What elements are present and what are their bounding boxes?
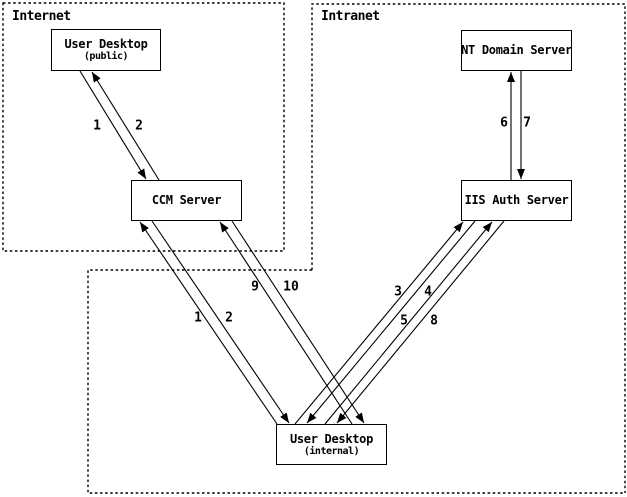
arrow-1-internal-desktop-to-ccm xyxy=(139,221,278,425)
arrow-4-iis-to-internal-desktop xyxy=(306,220,476,424)
flow-label-6: 6 xyxy=(500,115,508,131)
arrow-1-public-desktop-to-ccm xyxy=(79,70,147,180)
flow-label-3: 3 xyxy=(394,284,402,300)
flow-label-8: 8 xyxy=(430,313,438,329)
flow-label-10: 10 xyxy=(283,279,299,295)
flow-label-1-public: 1 xyxy=(93,118,101,134)
internal-lan-boundary xyxy=(87,269,625,494)
node-user-desktop-internal: User Desktop (internal) xyxy=(276,424,387,465)
arrow-2-ccm-to-public-desktop xyxy=(91,71,160,181)
flow-label-7: 7 xyxy=(523,115,531,131)
intranet-boundary xyxy=(311,3,626,493)
node-label: User Desktop xyxy=(289,431,374,446)
flow-label-9: 9 xyxy=(251,279,259,295)
node-nt-domain-server: NT Domain Server xyxy=(461,30,572,71)
arrow-9-internal-desktop-to-ccm xyxy=(219,221,353,425)
internet-boundary xyxy=(2,2,285,252)
internet-region-label: Internet xyxy=(12,9,71,24)
intranet-region-label: Intranet xyxy=(321,9,380,24)
node-label: NT Domain Server xyxy=(461,43,572,57)
arrow-5-internal-desktop-to-iis xyxy=(324,221,493,425)
flow-label-1-internal: 1 xyxy=(194,310,202,326)
node-label: IIS Auth Server xyxy=(464,193,569,207)
node-sublabel: (public) xyxy=(83,51,129,62)
node-user-desktop-public: User Desktop (public) xyxy=(51,29,161,71)
node-label: User Desktop xyxy=(64,37,148,51)
flow-label-5: 5 xyxy=(400,313,408,329)
flow-label-2-internal: 2 xyxy=(225,310,233,326)
arrow-8-iis-to-internal-desktop xyxy=(336,220,505,424)
arrow-3-internal-desktop-to-iis xyxy=(294,221,464,425)
node-ccm-server: CCM Server xyxy=(131,180,242,221)
node-label: CCM Server xyxy=(151,193,222,207)
arrow-2-ccm-to-internal-desktop xyxy=(151,220,290,424)
arrow-10-ccm-to-internal-desktop xyxy=(231,220,365,424)
flow-label-2-public: 2 xyxy=(135,118,143,134)
node-iis-auth-server: IIS Auth Server xyxy=(461,180,572,221)
node-sublabel: (internal) xyxy=(303,445,360,457)
flow-label-4: 4 xyxy=(424,284,432,300)
